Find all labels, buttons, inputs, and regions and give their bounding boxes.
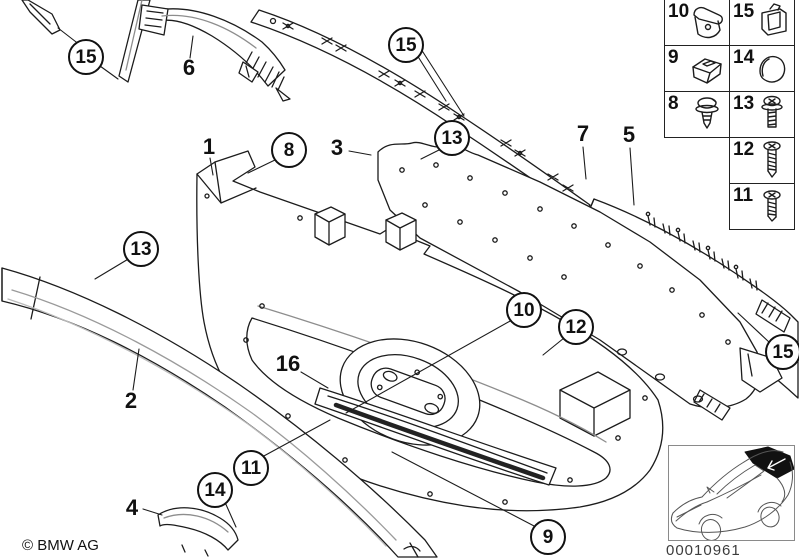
copyright-text: © BMW AG [22, 537, 99, 554]
main-panel-fastener-holes [243, 215, 648, 505]
legend-hardware-icon [750, 93, 794, 137]
part-callout-number: 12 [565, 316, 587, 338]
legend-hardware-icon [685, 93, 729, 137]
part-callout-number: 7 [576, 121, 590, 146]
part-callout[interactable]: 14 [197, 472, 233, 508]
part-2-sill-strip [1, 267, 438, 558]
legend-cell[interactable]: 11 [729, 183, 795, 230]
part-callout[interactable]: 12 [558, 309, 594, 345]
part-callout-number: 16 [275, 351, 301, 376]
part-callout[interactable]: 8 [271, 132, 307, 168]
part-callout-number: 13 [441, 127, 463, 149]
legend-part-number: 8 [668, 93, 679, 114]
legend-part-number: 13 [733, 93, 755, 114]
part-callout-number: 15 [75, 46, 97, 68]
part-callout-number: 10 [513, 299, 535, 321]
legend-cell[interactable]: 9 [664, 45, 730, 92]
part-callout[interactable]: 16 [276, 353, 300, 375]
legend-cell[interactable]: 15 [729, 0, 795, 46]
part-callout-number: 4 [125, 495, 139, 520]
legend-part-number: 9 [668, 47, 679, 68]
legend-part-number: 12 [733, 139, 755, 160]
legend-cell[interactable]: 14 [729, 45, 795, 92]
part-16-frame [314, 387, 557, 486]
legend-column-right: 15 14 13 12 [729, 0, 795, 230]
legend-part-number: 11 [733, 185, 754, 206]
diagram-part-number: 00010961 [666, 542, 741, 559]
part-1-corner-bracket [196, 161, 257, 204]
part-6-trim-strip [138, 4, 291, 102]
car-locator-thumbnail [670, 446, 794, 540]
legend-cell[interactable]: 12 [729, 137, 795, 184]
part-callout[interactable]: 15 [765, 334, 799, 370]
part-callout[interactable]: 7 [577, 123, 589, 145]
part-callout-number: 13 [130, 238, 152, 260]
part-3-fastener-holes [399, 162, 731, 345]
leader-lines [57, 27, 771, 528]
part-callout-number: 9 [542, 526, 554, 548]
legend-part-number: 14 [733, 47, 755, 68]
legend-hardware-icon [750, 185, 794, 229]
legend-cell[interactable]: 8 [664, 91, 730, 138]
part-callout[interactable]: 13 [123, 231, 159, 267]
part-callout[interactable]: 4 [126, 497, 138, 519]
part-4-grip-strip [157, 507, 239, 557]
part-callout[interactable]: 15 [68, 39, 104, 75]
part-callout[interactable]: 13 [434, 120, 470, 156]
legend-hardware-icon [750, 1, 794, 45]
main-tailgate-panel [196, 150, 664, 512]
part-callout[interactable]: 9 [530, 519, 566, 555]
part-callout-number: 3 [330, 135, 344, 160]
part-callout-number: 2 [124, 388, 138, 413]
car-locator-box [668, 445, 795, 541]
part-callout-number: 1 [202, 134, 216, 159]
part-callout-number: 15 [395, 34, 417, 56]
part-callout[interactable]: 6 [183, 57, 195, 79]
part-callout-number: 6 [182, 55, 196, 80]
part-callout[interactable]: 15 [388, 27, 424, 63]
part-callout[interactable]: 3 [331, 137, 343, 159]
part-callout[interactable]: 11 [233, 450, 269, 486]
part-callout[interactable]: 2 [125, 390, 137, 412]
legend-part-number: 15 [733, 1, 755, 22]
legend-hardware-icon [750, 47, 794, 91]
part-callout-number: 8 [283, 139, 295, 161]
part-callout[interactable]: 5 [623, 124, 635, 146]
legend-part-number: 10 [668, 1, 690, 22]
part-callout[interactable]: 1 [203, 136, 215, 158]
legend-column-left: 10 9 8 [664, 0, 730, 230]
legend-cell[interactable]: 10 [664, 0, 730, 46]
part-callout-number: 15 [772, 341, 794, 363]
part-callout-number: 14 [204, 479, 226, 501]
hardware-legend: 10 9 8 15 [664, 0, 795, 230]
part-callout-number: 11 [240, 457, 262, 479]
legend-hardware-icon [685, 47, 729, 91]
legend-hardware-icon [685, 1, 729, 45]
legend-hardware-icon [750, 139, 794, 183]
part-callout-number: 5 [622, 122, 636, 147]
legend-cell[interactable]: 13 [729, 91, 795, 138]
part-callout[interactable]: 10 [506, 292, 542, 328]
